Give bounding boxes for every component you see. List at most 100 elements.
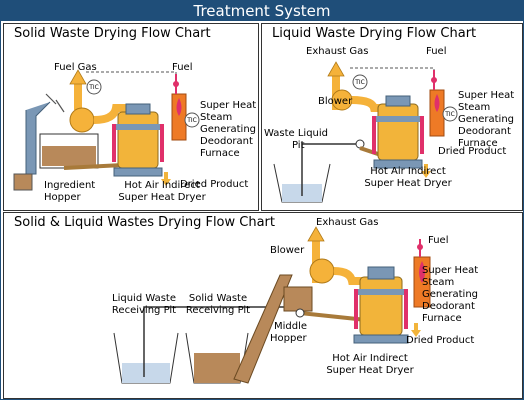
- tic-sensor: [86, 79, 102, 95]
- flame-icon: [419, 261, 425, 283]
- dryer-label-line: Super Heat Dryer: [326, 365, 414, 376]
- dryer-band: [356, 289, 406, 295]
- exhaust-gas-label: Exhaust Gas: [306, 46, 368, 57]
- tic-label: TIC: [88, 84, 99, 91]
- liquid-waste-diagram: TIC TIC Exhaust Gas Fuel Blower Super He…: [264, 46, 514, 203]
- steam-pipe: [404, 289, 408, 329]
- liquid-pit-label-line: Liquid Waste: [112, 293, 176, 304]
- combined-panel-title: Solid & Liquid Wastes Drying Flow Chart: [14, 215, 276, 230]
- pit-label-line: Pit: [292, 140, 305, 151]
- furnace-label-line: Generating: [458, 114, 514, 125]
- tic-sensor: [184, 112, 200, 128]
- dryer-band: [114, 124, 162, 130]
- middle-hopper-label-line: Middle: [274, 321, 307, 332]
- liquid-pit-label-line: Receiving Pit: [112, 305, 176, 316]
- furnace-label-line: Generating: [422, 289, 478, 300]
- duct: [351, 96, 386, 112]
- combined-waste-panel: Solid & Liquid Wastes Drying Flow Chart: [3, 212, 523, 399]
- ingredient-hopper-box: [13, 173, 33, 191]
- dryer-label-line: Hot Air Indirect: [332, 353, 408, 364]
- pump: [295, 308, 305, 318]
- dryer-label-line: Hot Air Indirect: [124, 180, 200, 191]
- furnace-label-line: Steam: [458, 102, 490, 113]
- blower-label: Blower: [318, 96, 353, 107]
- solid-waste-diagram: TIC TIC Fuel Gas Fuel Super Heat Steam G…: [13, 62, 256, 203]
- liquid-feed-pipe: [143, 306, 300, 331]
- tic-label: TIC: [354, 79, 365, 86]
- liquid-panel-title: Liquid Waste Drying Flow Chart: [272, 26, 477, 41]
- page-title: Treatment System: [1, 1, 523, 21]
- steam-pipe: [372, 116, 376, 154]
- steam-pipe: [420, 116, 424, 154]
- dryer-body: [117, 111, 159, 169]
- hopper-label-line: Hopper: [44, 192, 81, 203]
- dryer-band: [374, 116, 422, 122]
- tic-label: TIC: [444, 111, 455, 118]
- flame-icon: [434, 94, 440, 112]
- down-arrow-icon: [421, 171, 431, 178]
- duct: [333, 267, 364, 285]
- down-arrow-icon: [161, 179, 171, 186]
- feed-pipe: [301, 143, 360, 162]
- dried-product-label: Dried Product: [180, 179, 248, 190]
- tic-label: TIC: [186, 117, 197, 124]
- blower: [69, 107, 95, 133]
- pump: [355, 139, 365, 149]
- inclined-conveyor: [233, 274, 293, 384]
- hopper-chute: [25, 101, 51, 175]
- furnace-label-line: Furnace: [200, 148, 240, 159]
- dryer-base: [113, 167, 163, 177]
- down-arrow-icon: [411, 330, 421, 337]
- exhaust-gas-label: Exhaust Gas: [316, 217, 378, 228]
- liquid-fill: [122, 363, 170, 383]
- furnace-label-line: Super Heat: [458, 90, 514, 101]
- solid-pit-label-line: Solid Waste: [189, 293, 247, 304]
- fuel-gas-label: Fuel Gas: [54, 62, 97, 73]
- furnace-label-line: Generating: [200, 124, 256, 135]
- furnace-label-line: Steam: [422, 277, 454, 288]
- control-line: [86, 71, 177, 86]
- hopper-label-line: Ingredient: [44, 180, 95, 191]
- flame-icon: [176, 98, 182, 116]
- furnace-label-line: Furnace: [458, 138, 498, 149]
- waste-fill: [42, 146, 96, 166]
- dryer-body: [359, 276, 403, 336]
- furnace-label-line: Super Heat: [422, 265, 478, 276]
- steam-pipe: [354, 289, 358, 329]
- solid-waste-panel: Solid Waste Drying Flow Chart: [3, 23, 259, 211]
- solid-pit-label-line: Receiving Pit: [186, 305, 250, 316]
- dryer-top: [125, 103, 151, 115]
- feed-arrow: [45, 93, 65, 113]
- dried-product-label: Dried Product: [406, 335, 474, 346]
- pit-label-line: Waste Liquid: [264, 128, 328, 139]
- dryer-top: [385, 95, 411, 107]
- middle-hopper: [283, 286, 313, 312]
- up-arrow-icon: [327, 61, 345, 77]
- dryer-label-line: Hot Air Indirect: [370, 166, 446, 177]
- furnace-label-line: Deodorant: [422, 301, 475, 312]
- furnace-label-line: Deodorant: [200, 136, 253, 147]
- dryer-top: [367, 266, 395, 280]
- dryer-body: [377, 103, 419, 161]
- fuel-label: Fuel: [172, 62, 192, 73]
- duct: [93, 104, 128, 124]
- dryer-label-line: Super Heat Dryer: [118, 192, 206, 203]
- solid-panel-title: Solid Waste Drying Flow Chart: [14, 26, 211, 41]
- blower: [309, 258, 335, 284]
- control-line: [350, 67, 435, 84]
- furnace-label-line: Steam: [200, 112, 232, 123]
- dried-product-label: Dried Product: [438, 146, 506, 157]
- liquid-waste-panel: Liquid Waste Drying Flow Chart: [261, 23, 523, 211]
- dryer-base: [373, 159, 423, 169]
- steam-pipe: [112, 124, 116, 162]
- fuel-label: Fuel: [426, 46, 446, 57]
- up-arrow-icon: [307, 226, 325, 242]
- tic-sensor: [352, 74, 368, 90]
- blower-label: Blower: [270, 245, 305, 256]
- up-arrow-icon: [69, 69, 87, 85]
- combined-waste-diagram: Exhaust Gas Fuel Blower Super Heat Steam…: [112, 217, 478, 384]
- solid-fill: [194, 353, 240, 383]
- furnace-label-line: Furnace: [422, 313, 462, 324]
- furnace-label-line: Super Heat: [200, 100, 256, 111]
